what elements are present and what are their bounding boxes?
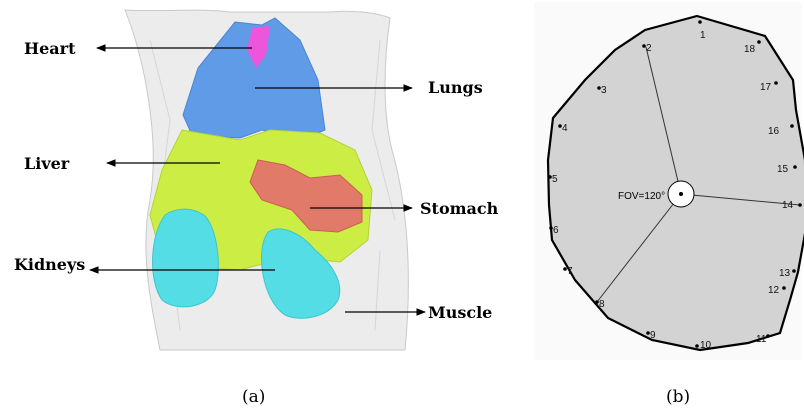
caption-a: (a) xyxy=(242,387,265,407)
kidney-left xyxy=(153,209,219,307)
sensor-label-1: 1 xyxy=(700,30,706,41)
sensor-dot xyxy=(766,334,770,338)
label-heart: Heart xyxy=(24,39,76,58)
sensor-dot xyxy=(757,40,761,44)
sensor-dot xyxy=(698,20,702,24)
panel-b: FOV=120° 1 2 3 4 5 6 7 xyxy=(534,2,804,407)
sensor-dot xyxy=(774,81,778,85)
sensor-label-9: 9 xyxy=(650,330,656,341)
sensor-label-14: 14 xyxy=(782,200,794,211)
sensor-dot xyxy=(782,286,786,290)
sensor-dot xyxy=(695,344,699,348)
sensor-label-6: 6 xyxy=(553,225,559,236)
fov-label: FOV=120° xyxy=(618,191,665,202)
sensor-label-10: 10 xyxy=(700,340,712,351)
sensor-label-4: 4 xyxy=(562,123,568,134)
sensor-dot xyxy=(792,269,796,273)
sensor-label-17: 17 xyxy=(760,82,772,93)
label-lungs: Lungs xyxy=(428,78,483,97)
sensor-dot xyxy=(790,124,794,128)
sensor-label-18: 18 xyxy=(744,44,756,55)
camera-center-dot xyxy=(679,192,683,196)
sensor-label-13: 13 xyxy=(779,268,791,279)
label-liver: Liver xyxy=(24,154,70,173)
sensor-dot xyxy=(798,203,802,207)
sensor-label-16: 16 xyxy=(768,126,780,137)
sensor-label-2: 2 xyxy=(646,43,652,54)
label-kidneys: Kidneys xyxy=(14,255,85,274)
panel-a: Heart Lungs Liver Stomach Kidneys Muscle… xyxy=(14,10,499,407)
sensor-label-12: 12 xyxy=(768,285,780,296)
sensor-label-15: 15 xyxy=(777,164,789,175)
caption-b: (b) xyxy=(666,387,690,407)
sensor-label-3: 3 xyxy=(601,85,607,96)
sensor-label-7: 7 xyxy=(567,266,573,277)
sensor-label-11: 11 xyxy=(756,334,767,345)
label-stomach: Stomach xyxy=(420,199,499,218)
sensor-label-5: 5 xyxy=(552,174,558,185)
label-muscle: Muscle xyxy=(428,303,492,322)
sensor-dot xyxy=(793,165,797,169)
sensor-label-8: 8 xyxy=(599,299,605,310)
